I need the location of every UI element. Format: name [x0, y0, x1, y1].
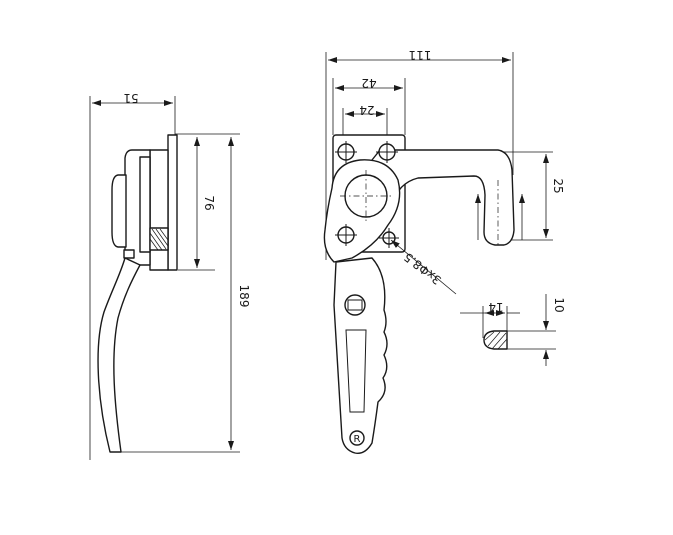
dim-text-51: 51	[123, 91, 138, 105]
dim-text-76: 76	[202, 195, 216, 210]
dim-text-189: 189	[237, 285, 251, 308]
mounting-hole-top-left	[335, 141, 357, 163]
side-mounting-plate	[167, 134, 178, 271]
side-view: 51 76 189	[89, 91, 251, 460]
handle-logo: R	[349, 430, 365, 446]
section-profile	[483, 330, 508, 350]
dim-text-42: 42	[361, 76, 376, 90]
dim-text-24: 24	[359, 103, 374, 117]
front-view: 111 42 24 25	[323, 48, 566, 454]
hole-leader	[390, 239, 457, 295]
dim-text-14: 14	[488, 300, 503, 314]
hole-callout: 3xΦ8.5	[401, 250, 444, 288]
section-view: 14 10	[460, 294, 566, 366]
dim-text-10: 10	[552, 297, 566, 312]
front-handle	[333, 257, 388, 454]
side-spring	[149, 227, 169, 251]
dim-text-25: 25	[551, 178, 565, 193]
handle-lock-icon	[344, 294, 366, 316]
side-lever-arm	[97, 257, 141, 453]
mounting-hole-top-right	[376, 141, 398, 163]
dim-text-111: 111	[409, 48, 432, 62]
mounting-hole-bottom-left	[335, 224, 357, 246]
handle-slot	[345, 329, 367, 413]
svg-text:R: R	[354, 434, 361, 445]
front-hook-arm	[371, 149, 515, 246]
